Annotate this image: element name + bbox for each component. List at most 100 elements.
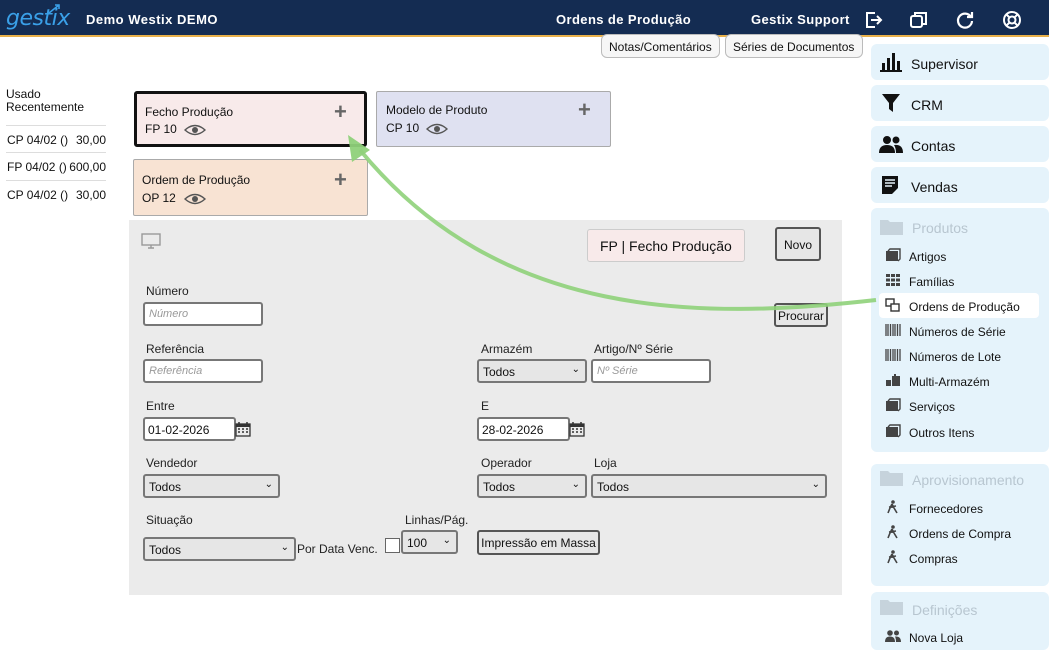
- operador-label: Operador: [481, 456, 532, 470]
- add-plus-icon[interactable]: +: [578, 97, 591, 122]
- armazem-select-value: Todos: [483, 365, 516, 379]
- eye-icon[interactable]: [184, 192, 206, 206]
- refresh-icon[interactable]: [955, 10, 975, 30]
- monitor-icon[interactable]: [141, 233, 161, 249]
- sidebar-item-label: Serviços: [909, 400, 956, 414]
- referencia-label: Referência: [146, 342, 205, 356]
- sidebar-item-label: CRM: [911, 97, 943, 113]
- operador-select[interactable]: Todos ⌄: [477, 474, 587, 498]
- start-date-input[interactable]: 01-02-2026: [143, 417, 236, 441]
- sidebar-group-title: Aprovisionamento: [912, 472, 1025, 488]
- sidebar-item-nova-loja[interactable]: Nova Loja: [879, 624, 1039, 649]
- logout-icon[interactable]: [863, 10, 883, 30]
- chevron-down-icon: ⌄: [811, 479, 820, 490]
- folder-icon: [880, 600, 903, 615]
- recent-title-line1: Usado: [6, 87, 41, 101]
- bar-chart-icon: [880, 53, 902, 72]
- card-subtitle: OP 12: [142, 191, 176, 205]
- add-plus-icon[interactable]: +: [334, 99, 347, 124]
- serial-input[interactable]: Nº Série: [591, 359, 711, 383]
- mass-print-button[interactable]: Impressão em Massa: [477, 530, 600, 555]
- referencia-input[interactable]: Referência: [143, 359, 263, 383]
- gestix-logo[interactable]: gestix: [6, 6, 70, 31]
- sidebar-item-contas[interactable]: Contas: [871, 126, 1049, 162]
- notes-button[interactable]: Notas/Comentários: [601, 34, 720, 58]
- sidebar-item-label: Artigos: [909, 250, 947, 264]
- support-link[interactable]: Gestix Support: [751, 12, 850, 27]
- end-date-input[interactable]: 28-02-2026: [477, 417, 570, 441]
- sidebar: Supervisor CRM Contas Vendas Produtos Ar…: [871, 41, 1049, 650]
- sidebar-item-label: Compras: [909, 552, 958, 566]
- sidebar-item-compras[interactable]: Compras: [879, 545, 1039, 570]
- situacao-label: Situação: [146, 513, 193, 527]
- sidebar-item-familias[interactable]: Famílias: [879, 268, 1039, 293]
- new-button[interactable]: Novo: [775, 227, 821, 261]
- chevron-down-icon: ⌄: [571, 364, 580, 375]
- chevron-down-icon: ⌄: [264, 479, 273, 490]
- eye-icon[interactable]: [184, 123, 206, 137]
- sidebar-item-numeros-lote[interactable]: Números de Lote: [879, 343, 1039, 368]
- armazem-select[interactable]: Todos ⌄: [477, 359, 587, 383]
- folder-icon: [880, 471, 903, 486]
- help-lifebuoy-icon[interactable]: [1002, 10, 1022, 30]
- numero-input[interactable]: Número: [143, 302, 263, 326]
- module-title: Ordens de Produção: [556, 12, 692, 27]
- por-data-label: Por Data Venc.: [297, 542, 378, 556]
- chevron-down-icon: ⌄: [571, 479, 580, 490]
- loja-select[interactable]: Todos ⌄: [591, 474, 827, 498]
- sidebar-item-label: Contas: [911, 138, 956, 154]
- windows-icon[interactable]: [909, 10, 929, 30]
- recent-item[interactable]: CP 04/02 () 30,00: [6, 125, 106, 152]
- search-button[interactable]: Procurar: [774, 303, 828, 327]
- sidebar-item-supervisor[interactable]: Supervisor: [871, 44, 1049, 80]
- document-series-button[interactable]: Séries de Documentos: [725, 34, 863, 58]
- recent-title: Usado Recentemente: [6, 88, 96, 114]
- lines-per-page-value: 100: [407, 536, 428, 550]
- due-date-checkbox[interactable]: [385, 538, 400, 553]
- card-fecho-producao[interactable]: Fecho Produção FP 10 +: [134, 91, 367, 147]
- sidebar-group-title: Definições: [912, 602, 978, 618]
- sidebar-item-outros-itens[interactable]: Outros Itens: [879, 419, 1039, 444]
- folder-icon: [880, 220, 903, 235]
- loja-select-value: Todos: [597, 480, 630, 494]
- sidebar-item-servicos[interactable]: Serviços: [879, 393, 1039, 418]
- calendar-icon[interactable]: [569, 421, 585, 437]
- barcode-icon: [885, 349, 901, 361]
- vendedor-label: Vendedor: [146, 456, 198, 470]
- calendar-icon[interactable]: [235, 421, 251, 437]
- recent-item-amount: 30,00: [75, 188, 106, 202]
- numero-label: Número: [146, 284, 189, 298]
- eye-icon[interactable]: [426, 122, 448, 136]
- users-icon: [879, 136, 903, 153]
- add-plus-icon[interactable]: +: [334, 167, 347, 192]
- sidebar-item-ordens-compra[interactable]: Ordens de Compra: [879, 520, 1039, 545]
- sidebar-item-label: Outros Itens: [909, 426, 975, 440]
- card-subtitle: FP 10: [145, 122, 177, 136]
- document-icon: [882, 176, 898, 194]
- sidebar-item-crm[interactable]: CRM: [871, 85, 1049, 121]
- loja-label: Loja: [594, 456, 617, 470]
- vendedor-select[interactable]: Todos ⌄: [143, 474, 280, 498]
- boxes-icon: [886, 424, 901, 438]
- card-modelo-produto[interactable]: Modelo de Produto CP 10 +: [376, 91, 611, 147]
- sidebar-item-vendas[interactable]: Vendas: [871, 167, 1049, 203]
- entre-label: Entre: [146, 399, 175, 413]
- sidebar-item-fornecedores[interactable]: Fornecedores: [879, 495, 1039, 520]
- sidebar-item-multi-armazem[interactable]: Multi-Armazém: [879, 368, 1039, 393]
- sidebar-item-artigos[interactable]: Artigos: [879, 243, 1039, 268]
- search-panel: FP | Fecho Produção Novo Número Número P…: [129, 220, 842, 595]
- sidebar-item-label: Números de Lote: [909, 350, 1002, 364]
- sidebar-item-label: Fornecedores: [909, 502, 984, 516]
- sidebar-item-numeros-serie[interactable]: Números de Série: [879, 318, 1039, 343]
- card-ordem-producao[interactable]: Ordem de Produção OP 12 +: [133, 159, 368, 216]
- situacao-select[interactable]: Todos ⌄: [143, 537, 296, 561]
- sidebar-item-ordens-producao[interactable]: Ordens de Produção: [879, 293, 1039, 318]
- company-name: Demo Westix DEMO: [86, 12, 219, 27]
- lines-per-page-select[interactable]: 100 ⌄: [401, 530, 458, 554]
- recent-item[interactable]: CP 04/02 () 30,00: [6, 180, 106, 207]
- recent-item[interactable]: FP 04/02 () 600,00: [6, 152, 106, 179]
- sidebar-item-label: Nova Loja: [909, 631, 964, 645]
- sidebar-item-label: Ordens de Produção: [909, 300, 1020, 314]
- sidebar-group-title: Produtos: [912, 220, 969, 236]
- logo-spark-icon: [48, 4, 60, 14]
